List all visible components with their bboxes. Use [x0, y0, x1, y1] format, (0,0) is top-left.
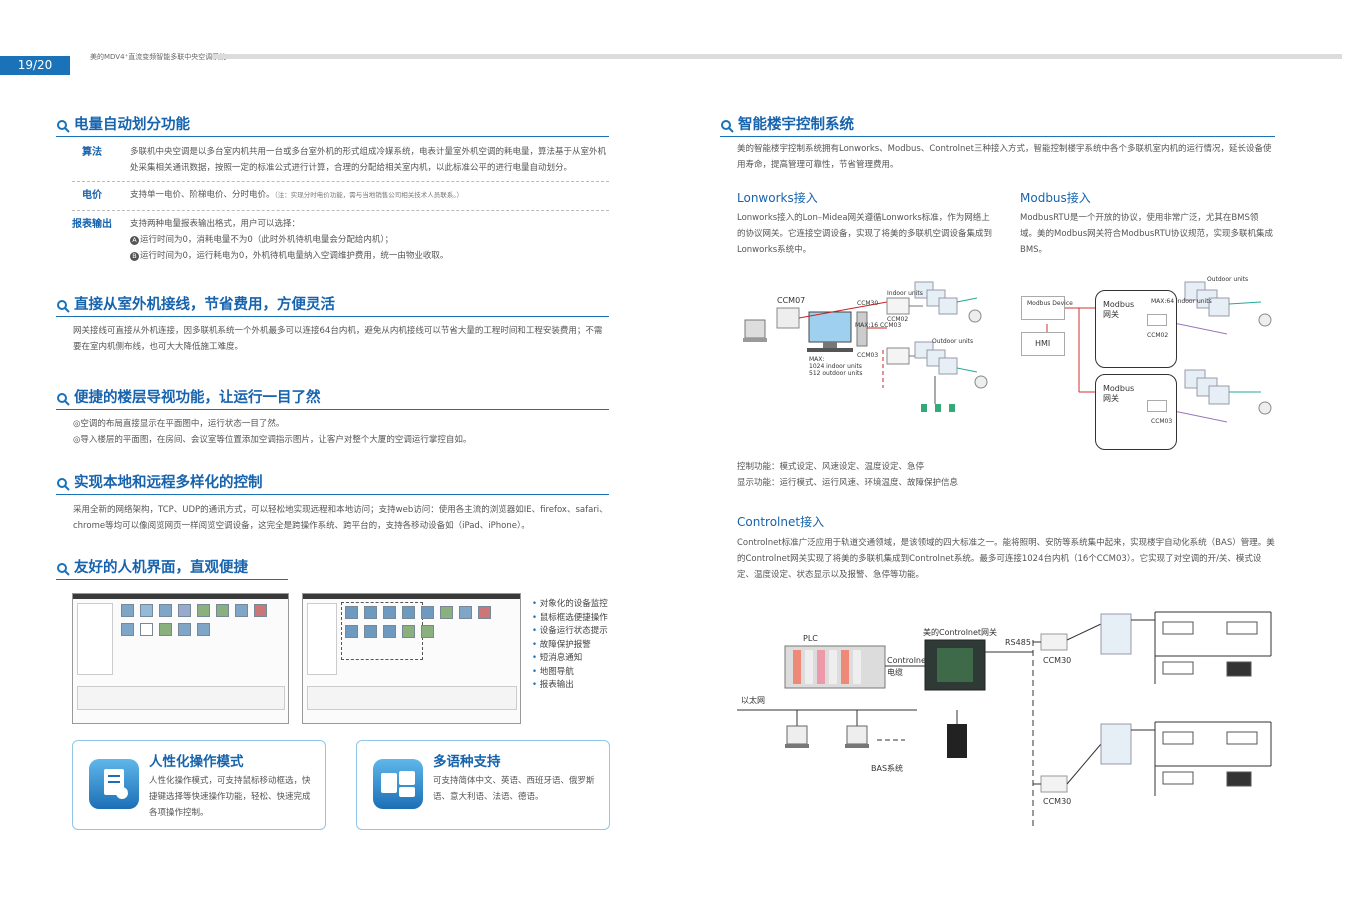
display-functions: 显示功能：运行模式、运行风速、环境温度、故障保护信息	[737, 478, 959, 488]
section-title: 智能楼宇控制系统	[738, 117, 854, 133]
list-item: 鼠标框选便捷操作	[532, 612, 608, 626]
card-multilanguage: 多语种支持 可支持简体中文、英语、西班牙语、俄罗斯语、意大利语、法语、德语。	[356, 740, 610, 830]
section-direct-wiring: 直接从室外机接线，节省费用，方便灵活	[56, 295, 609, 317]
section-title: 电量自动划分功能	[74, 117, 190, 133]
list-item: 故障保护报警	[532, 639, 608, 653]
section-title: 实现本地和远程多样化的控制	[74, 475, 263, 491]
card-user-friendly: 人性化操作模式 人性化操作模式，可支持鼠标移动框选，快捷键选择等快速操作功能，轻…	[72, 740, 326, 830]
header-rule	[212, 54, 1342, 59]
controlnet-title: Controlnet接入	[737, 515, 825, 529]
document-icon	[89, 759, 139, 809]
page-number: 19/20	[0, 56, 70, 75]
ui-screenshot-2	[302, 593, 521, 724]
modbus-diagram: Modbus Device HMI Modbus 网关 CCM02 MAX:64…	[1017, 272, 1277, 452]
controlnet-text: Controlnet标准广泛应用于轨道交通领域，是该领域的四大标准之一。能将照明…	[737, 538, 1275, 580]
list-item: 地图导航	[532, 666, 608, 680]
list-item: 对象化的设备监控	[532, 598, 608, 612]
search-icon	[57, 478, 70, 491]
label-algorithm: 算法	[82, 147, 102, 158]
search-icon	[721, 120, 734, 133]
search-icon	[57, 300, 70, 313]
controlnet-diagram: PLC 美的Controlnet网关 RS485 Controlnet 电缆 以…	[737, 600, 1277, 832]
control-functions: 控制功能：模式设定、风速设定、温度设定、急停	[737, 462, 925, 472]
section-building-control: 智能楼宇控制系统	[720, 115, 1275, 137]
feature-list: 对象化的设备监控 鼠标框选便捷操作 设备运行状态提示 故障保护报警 短消息通知 …	[532, 598, 608, 693]
price-text: 支持单一电价、阶梯电价、分时电价。（注：实现分时电价功能，需与当地销售公司相关技…	[130, 190, 464, 200]
list-item: 设备运行状态提示	[532, 625, 608, 639]
list-item: 报表输出	[532, 679, 608, 693]
direct-wiring-text: 网关接线可直接从外机连接，因多联机系统一个外机最多可以连接64台内机，避免从内机…	[73, 326, 603, 352]
ui-screenshot-1	[72, 593, 289, 724]
section-remote-control: 实现本地和远程多样化的控制	[56, 473, 609, 495]
floor-nav-text: ◎空调的布局直接显示在平面图中，运行状态一目了然。 ◎导入楼层的平面图，在房间、…	[73, 419, 472, 445]
section-title: 便捷的楼层导视功能，让运行一目了然	[74, 390, 321, 406]
section-energy-split: 电量自动划分功能	[56, 115, 609, 137]
lonworks-title: Lonworks接入	[737, 191, 818, 205]
label-report: 报表输出	[72, 219, 112, 230]
section-title: 友好的人机界面，直观便捷	[74, 560, 248, 576]
modbus-text: ModbusRTU是一个开放的协议，使用非常广泛，尤其在BMS领域。美的Modb…	[1020, 213, 1273, 255]
search-icon	[57, 120, 70, 133]
building-intro: 美的智能楼宇控制系统拥有Lonworks、Modbus、Controlnet三种…	[737, 144, 1272, 170]
remote-control-text: 采用全新的网络架构，TCP、UDP的通讯方式，可以轻松地实现远程和本地访问；支持…	[73, 505, 608, 531]
label-price: 电价	[82, 190, 102, 201]
algorithm-text: 多联机中央空调是以多台室内机共用一台或多台室外机的形式组成冷媒系统，电表计量室外…	[130, 147, 607, 173]
lonworks-text: Lonworks接入的Lon–Midea网关遵循Lonworks标准，作为网络上…	[737, 213, 993, 255]
lonworks-diagram: CCM07 MAX: 1024 indoor units 512 outdoor…	[737, 272, 997, 422]
modbus-title: Modbus接入	[1020, 191, 1091, 205]
search-icon	[57, 393, 70, 406]
search-icon	[57, 563, 70, 576]
section-title: 直接从室外机接线，节省费用，方便灵活	[74, 297, 335, 313]
section-ui: 友好的人机界面，直观便捷	[56, 558, 288, 580]
list-item: 短消息通知	[532, 652, 608, 666]
section-floor-nav: 便捷的楼层导视功能，让运行一目了然	[56, 388, 609, 410]
language-icon	[373, 759, 423, 809]
doc-title: 美的MDV4⁺直流变频智能多联中央空调系统	[90, 53, 227, 61]
